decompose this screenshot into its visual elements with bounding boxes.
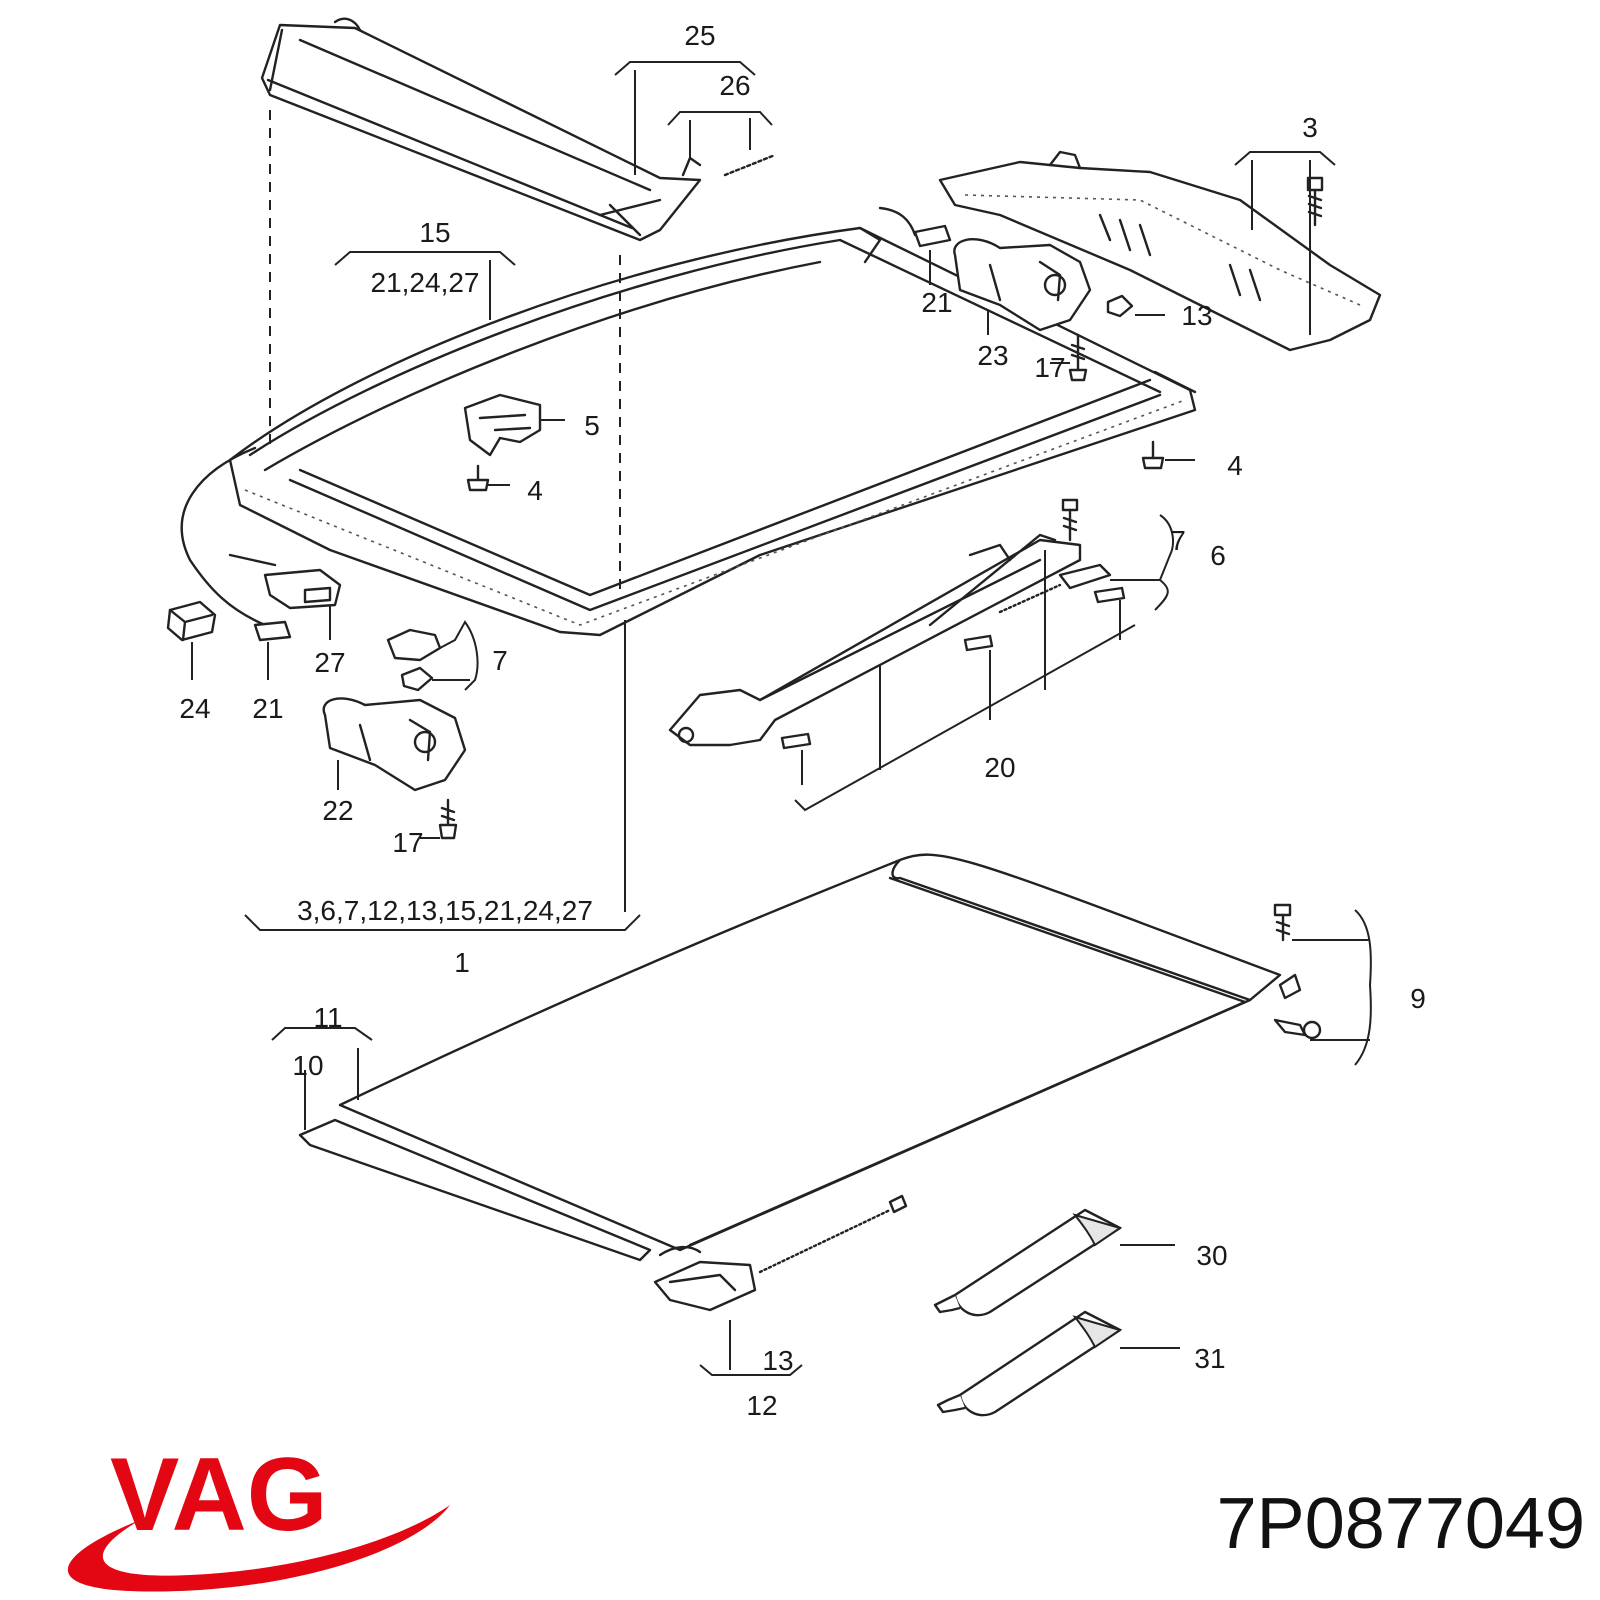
part-6-mechanism <box>668 533 1126 750</box>
part-5-bracket <box>463 393 542 457</box>
part-9-clips <box>1273 903 1322 1040</box>
brand-name: VAG <box>110 1437 328 1553</box>
label-5: 5 <box>584 410 600 441</box>
label-9: 9 <box>1410 983 1426 1014</box>
part-21-connector-top <box>878 206 952 248</box>
label-assembly-list: 3,6,7,12,13,15,21,24,27 <box>297 895 593 926</box>
leader-lines <box>191 61 1372 1376</box>
part-15-frame <box>180 226 1197 637</box>
label-25: 25 <box>684 20 715 51</box>
part-24-connector <box>166 600 217 642</box>
label-7-right: 7 <box>1170 525 1186 556</box>
part-3-rear-frame <box>938 150 1382 352</box>
label-20: 20 <box>984 752 1015 783</box>
part-22-motor <box>322 697 467 792</box>
label-31: 31 <box>1194 1343 1225 1374</box>
part-31-tube <box>936 1310 1123 1417</box>
label-24: 24 <box>179 693 210 724</box>
label-6: 6 <box>1210 540 1226 571</box>
label-13-bottom: 13 <box>762 1345 793 1376</box>
label-21-24-27: 21,24,27 <box>371 267 480 298</box>
part-27-connector <box>263 568 342 610</box>
part-30-tube <box>933 1208 1123 1317</box>
label-21-left: 21 <box>252 693 283 724</box>
label-10: 10 <box>292 1050 323 1081</box>
label-12: 12 <box>746 1390 777 1421</box>
part-25-deflector <box>260 17 702 242</box>
label-26: 26 <box>719 70 750 101</box>
part-26-clips <box>681 153 777 177</box>
label-3: 3 <box>1302 112 1318 143</box>
brand-swoosh <box>67 1505 450 1592</box>
part-number: 7P0877049 <box>1217 1484 1585 1564</box>
brand-logo: VAG <box>67 1437 450 1592</box>
label-17-bottom: 17 <box>392 827 423 858</box>
label-17-top: 17 <box>1034 352 1065 383</box>
part-4-fastener-left <box>466 464 490 492</box>
label-30: 30 <box>1196 1240 1227 1271</box>
part-21-connector-left <box>253 620 292 642</box>
label-22: 22 <box>322 795 353 826</box>
label-11: 11 <box>313 1002 342 1033</box>
part-6-screw <box>1061 498 1079 542</box>
label-21-top: 21 <box>921 287 952 318</box>
part-17-screw-upper <box>1068 333 1088 382</box>
label-27: 27 <box>314 647 345 678</box>
label-4-left: 4 <box>527 475 543 506</box>
callout-labels: 25 26 3 15 21,24,27 21 23 13 17 5 4 4 7 … <box>179 20 1425 1421</box>
part-23-motor <box>953 238 1092 332</box>
label-15: 15 <box>419 217 450 248</box>
part-4-fastener-right <box>1141 440 1165 470</box>
label-7-left: 7 <box>492 645 508 676</box>
label-23: 23 <box>977 340 1008 371</box>
part-11-sunshade <box>298 853 1282 1262</box>
part-17-screw-lower <box>438 798 458 840</box>
part-13-nut <box>1106 294 1134 318</box>
label-13-top: 13 <box>1181 300 1212 331</box>
part-12-slider <box>653 1194 908 1312</box>
label-4-right: 4 <box>1227 450 1243 481</box>
dashed-lines <box>269 110 1311 595</box>
label-1: 1 <box>454 947 470 978</box>
